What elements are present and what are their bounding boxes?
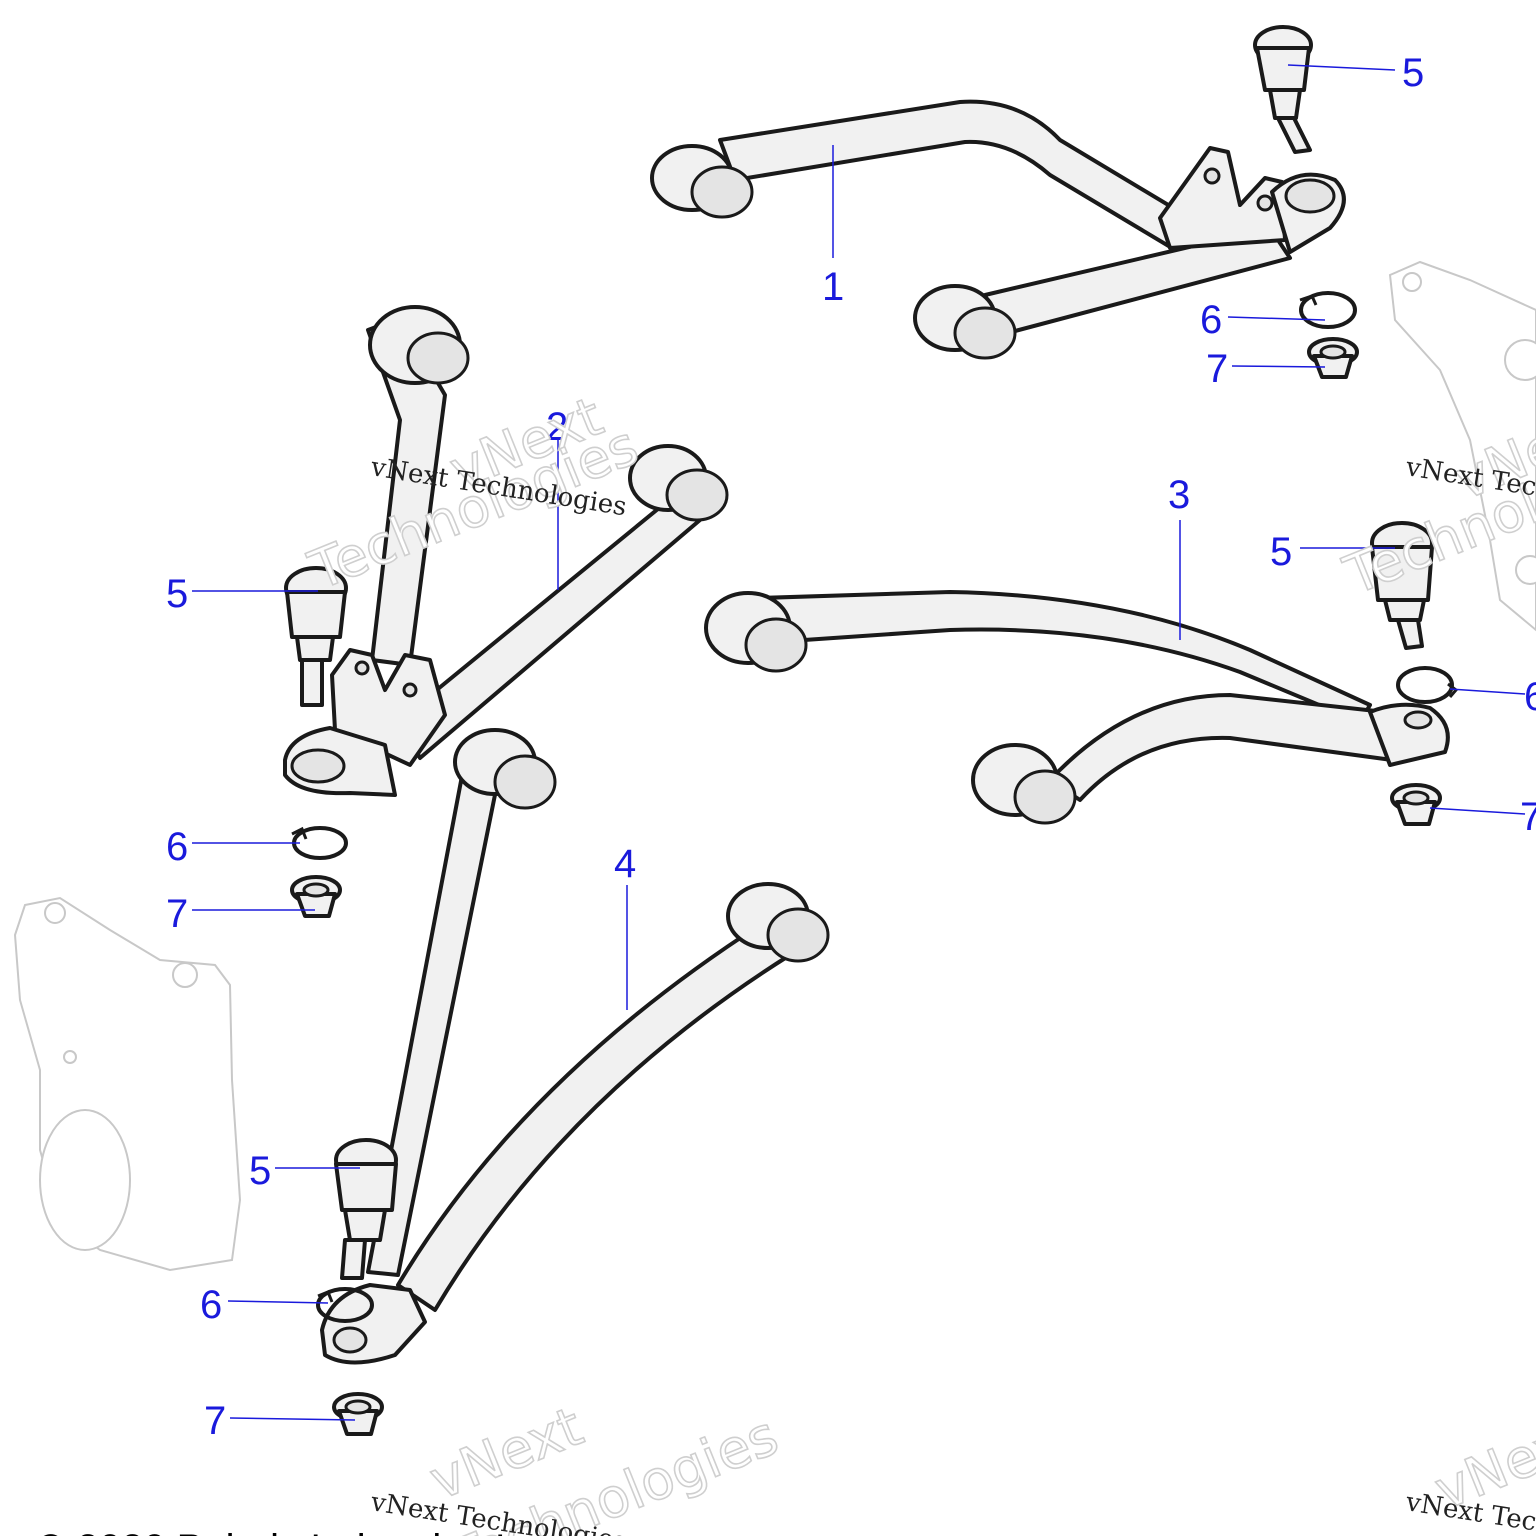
callout-part-7-upper-left: 7 <box>166 892 188 936</box>
bushing-lower-right <box>1390 783 1442 826</box>
upper-left-a-arm <box>283 305 729 797</box>
callout-part-5-lower-right: 5 <box>1270 530 1292 574</box>
steering-knuckle-right-ghost <box>1388 260 1536 632</box>
ball-joint-lower-right <box>1370 521 1434 650</box>
callout-part-6-lower-right: 6 <box>1524 675 1536 719</box>
callout-part-7-upper-right: 7 <box>1206 347 1228 391</box>
callout-part-4: 4 <box>614 842 636 886</box>
lower-left-a-arm <box>320 728 830 1365</box>
retaining-ring-upper-left <box>291 826 348 860</box>
lower-right-a-arm <box>704 590 1450 825</box>
callout-part-5-upper-right: 5 <box>1402 51 1424 95</box>
bushing-upper-left <box>290 875 342 918</box>
retaining-ring-lower-left <box>316 1287 374 1323</box>
upper-right-a-arm <box>650 99 1346 360</box>
callout-part-7-lower-left: 7 <box>204 1399 226 1443</box>
ball-joint-lower-left <box>334 1138 398 1280</box>
watermark-center: vNext Technologies vNext Technologies <box>300 384 648 603</box>
retaining-ring-lower-right <box>1396 666 1459 704</box>
callout-part-3: 3 <box>1168 473 1190 517</box>
leader-lines <box>192 64 1526 1421</box>
callout-part-5-lower-left: 5 <box>249 1149 271 1193</box>
callout-part-5-upper-left: 5 <box>166 572 188 616</box>
callout-part-6-lower-left: 6 <box>200 1283 222 1327</box>
copyright-line: © 2020 Polaris Industries Inc. <box>36 1527 559 1536</box>
bushing-upper-right <box>1307 337 1359 379</box>
callout-part-7-lower-right: 7 <box>1520 795 1536 839</box>
retaining-ring-upper-right <box>1299 291 1357 329</box>
bushing-lower-left <box>332 1392 384 1436</box>
callout-part-6-upper-left: 6 <box>166 825 188 869</box>
ball-joint-upper-right <box>1253 25 1313 154</box>
callout-part-2: 2 <box>546 405 568 449</box>
ball-joint-upper-left <box>284 566 348 707</box>
steering-knuckle-left-ghost <box>13 896 242 1272</box>
callout-part-6-upper-right: 6 <box>1200 298 1222 342</box>
watermark-bottom-left: vNext Technologies vNext Technologies <box>368 1394 787 1536</box>
watermark-bottom-right: vNext vNext Technologies <box>1403 1404 1536 1536</box>
callout-part-1: 1 <box>822 265 844 309</box>
